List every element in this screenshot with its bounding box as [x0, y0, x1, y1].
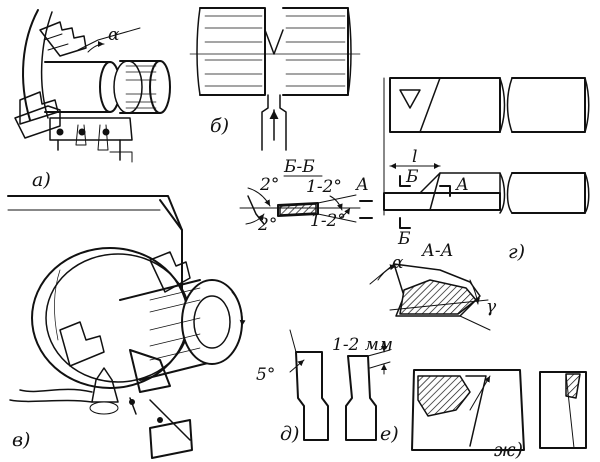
section-b-bottom: Б — [397, 229, 411, 249]
panel-zh-drawing: ж) — [411, 369, 587, 461]
panel-d-e-tools-drawing: 5° д) 1-2 мм е) — [256, 329, 399, 445]
angle-2deg-top: 2° — [259, 175, 279, 195]
panel-label-d: д) — [280, 423, 299, 445]
section-aa-drawing: А-А α γ — [369, 241, 497, 331]
panel-g-cutter-drawing: l Б Б А г) — [383, 77, 590, 263]
section-a-right: А — [455, 175, 469, 195]
section-bb-drawing: Б-Б 2° 2° 1-2° 1-2° А — [239, 157, 373, 235]
section-aa-title: А-А — [421, 241, 454, 261]
panel-label-zh: ж) — [494, 439, 523, 461]
panel-label-g: г) — [508, 241, 525, 263]
section-a-left: А — [355, 175, 369, 195]
section-b-top: Б — [405, 167, 419, 187]
panel-label-a: а) — [32, 169, 51, 191]
angle-5deg-label: 5° — [256, 365, 275, 385]
panel-v-lathe-drawing: в) — [7, 195, 246, 459]
dim-1-2mm-label: 1-2 мм — [332, 335, 393, 355]
section-bb-title: Б-Б — [283, 157, 315, 177]
gamma-label-aa: γ — [486, 297, 497, 317]
alpha-label-aa: α — [392, 253, 404, 273]
panel-b-cutting-drawing: б) — [189, 7, 361, 151]
panel-a-chuck-drawing: α а) — [14, 9, 171, 191]
panel-label-b: б) — [210, 115, 229, 137]
alpha-label-a: α — [108, 25, 120, 45]
dim-l-label: l — [412, 147, 417, 167]
angle-1-2-top: 1-2° — [306, 177, 342, 197]
angle-2deg-bottom: 2° — [257, 215, 277, 235]
panel-label-e: е) — [380, 423, 399, 445]
panel-label-v: в) — [12, 429, 30, 451]
angle-1-2-bottom: 1-2° — [310, 211, 346, 231]
